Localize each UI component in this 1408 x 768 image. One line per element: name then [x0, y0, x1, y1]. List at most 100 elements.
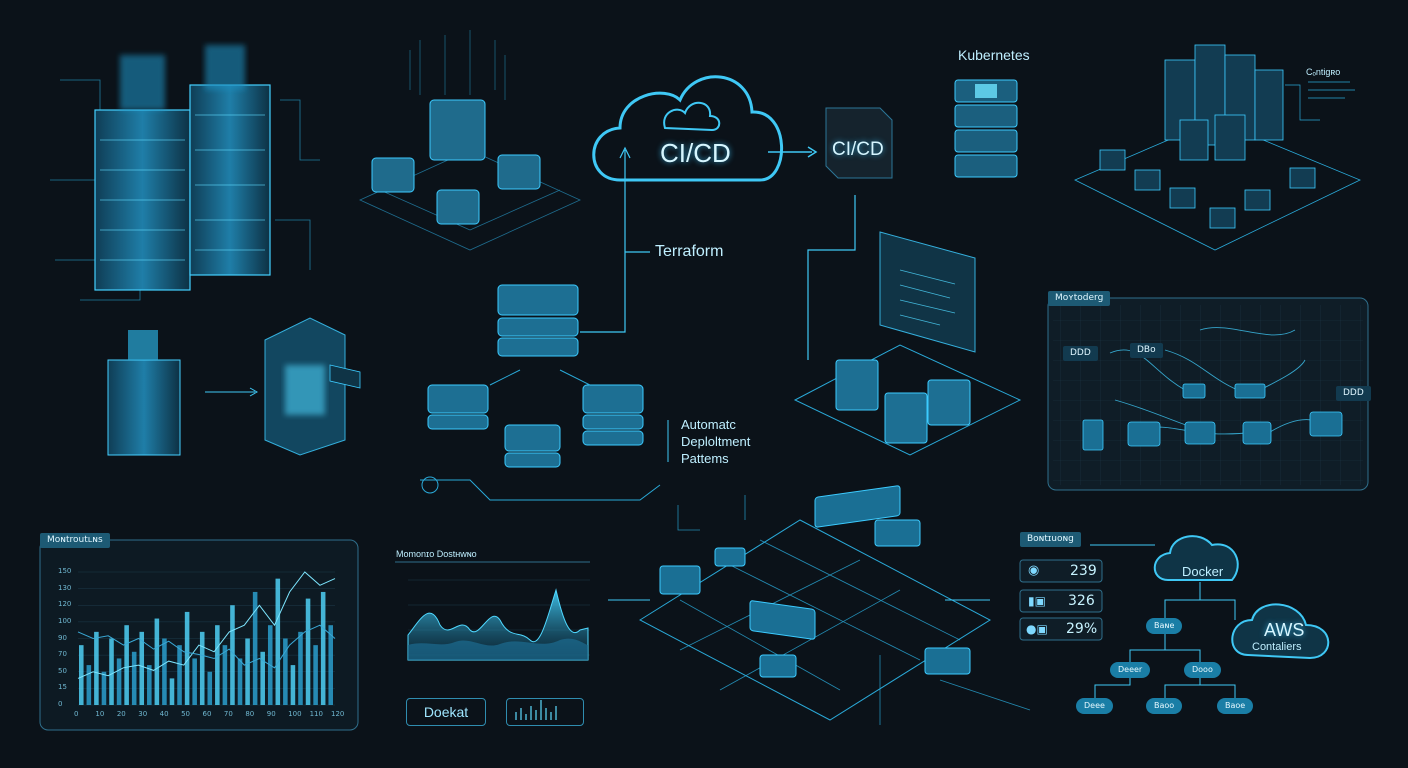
- chart-bar: [328, 625, 333, 705]
- tree-node-5[interactable]: Baoo: [1146, 698, 1183, 714]
- tree-node-1[interactable]: Baɴe: [1146, 618, 1183, 634]
- chart-bar: [124, 625, 129, 705]
- tree-node-6[interactable]: Baoe: [1217, 698, 1254, 714]
- x-tick-label: 120: [331, 710, 345, 718]
- x-tick-label: 50: [181, 710, 190, 718]
- monitoring-bar-chart: [39, 539, 359, 731]
- chart-bar: [305, 598, 311, 705]
- x-tick-label: 70: [223, 710, 233, 718]
- chart-bar: [139, 631, 145, 705]
- chart-bar: [169, 678, 175, 705]
- containers-label: Contaliers: [1252, 641, 1302, 653]
- chart-bar: [237, 658, 243, 705]
- chart-bar: [154, 618, 160, 705]
- config-tag: Cₒntigʀo: [1306, 67, 1341, 77]
- x-tick-label: 0: [74, 710, 79, 718]
- cicd-box-label: CI/CD: [832, 139, 884, 160]
- y-tick-label: 150: [58, 567, 72, 575]
- cube-cluster-illustration: [359, 30, 581, 251]
- docker-aws-tree: [1019, 535, 1330, 698]
- terraform-stacks-illustration: [420, 284, 669, 501]
- chart-bar: [192, 658, 197, 705]
- flow-node-3: DDD: [1336, 386, 1371, 401]
- x-tick-label: 60: [202, 710, 212, 718]
- docker-cloud-label: Docker: [1182, 564, 1224, 579]
- tree-node-4[interactable]: Deee: [1076, 698, 1113, 714]
- chart-bar: [313, 645, 318, 705]
- automatic-deployment-label-3: Pattems: [681, 451, 729, 466]
- x-tick-label: 10: [95, 710, 105, 718]
- stat-value-1: 239: [1070, 563, 1097, 579]
- chart-bar: [94, 631, 99, 705]
- stat-value-3: 29%: [1066, 621, 1098, 637]
- chart-bar: [320, 591, 326, 705]
- server-city-illustration: [1074, 44, 1361, 251]
- y-tick-label: 15: [58, 683, 67, 692]
- chart-bar: [275, 578, 281, 705]
- chart-bar: [79, 645, 84, 705]
- stats-panel-title: Boɴtɪuoɴg: [1020, 532, 1081, 547]
- monitoring-chart-title: Moɴtroutʟɴs: [40, 533, 110, 548]
- kubernetes-label: Kubernetes: [958, 47, 1030, 63]
- y-tick-label: 70: [58, 650, 67, 659]
- y-tick-label: 0: [58, 700, 63, 708]
- chart-bar: [207, 671, 213, 705]
- stat-value-2: 326: [1068, 593, 1095, 609]
- chart-bar: [109, 638, 114, 705]
- stat-icon-2: ▮▣: [1028, 594, 1046, 608]
- chart-line-series-2: [77, 624, 336, 669]
- chart-line-series-1: [77, 571, 336, 679]
- aws-label: AWS: [1264, 620, 1305, 640]
- flow-node-1: DDD: [1063, 346, 1098, 361]
- y-tick-label: 100: [58, 616, 72, 625]
- chart-bar: [131, 651, 137, 705]
- y-tick-label: 120: [58, 600, 72, 609]
- automatic-deployment-label-1: Automatc: [681, 417, 736, 432]
- server-towers-illustration: [50, 45, 320, 301]
- y-tick-label: 130: [58, 583, 72, 592]
- code-platform-illustration: [793, 231, 1022, 456]
- x-tick-label: 110: [309, 710, 323, 718]
- chart-bar: [222, 645, 228, 705]
- chart-bar: [199, 631, 205, 705]
- cicd-cloud-label: CI/CD: [660, 138, 731, 168]
- chart-bar: [162, 638, 167, 705]
- chart-bar: [116, 658, 122, 705]
- chart-bar: [147, 665, 152, 705]
- tree-node-3[interactable]: Dooo: [1184, 662, 1221, 678]
- x-tick-label: 90: [266, 710, 276, 718]
- tree-node-2[interactable]: Deeer: [1110, 662, 1151, 678]
- stat-icon-1: ◉: [1028, 563, 1040, 578]
- monitoring-panel-title: Moʏtoderg: [1048, 291, 1111, 306]
- y-tick-label: 90: [58, 633, 67, 642]
- chart-bar: [260, 651, 265, 705]
- monitoring-flow-panel: [1047, 297, 1369, 491]
- docker-button[interactable]: Doekat: [406, 698, 486, 726]
- x-tick-label: 40: [159, 710, 169, 718]
- cicd-cloud-illustration: [580, 75, 893, 360]
- x-tick-label: 20: [116, 710, 126, 718]
- chart-bar: [298, 631, 303, 705]
- chart-bar: [86, 665, 92, 705]
- x-tick-label: 30: [138, 710, 148, 718]
- chart-bar: [215, 625, 220, 705]
- activity-button[interactable]: [506, 698, 584, 726]
- chart-bar: [177, 645, 182, 705]
- monitoring-wave-chart: [395, 561, 590, 720]
- y-tick-label: 50: [58, 666, 67, 675]
- automatic-deployment-label-2: Deploltment: [681, 434, 751, 449]
- chart-bar: [283, 638, 288, 705]
- terraform-label: Terraform: [655, 243, 724, 260]
- chart-bar: [290, 665, 296, 705]
- kubernetes-stack-illustration: [954, 79, 1018, 178]
- chart-bar: [101, 671, 107, 705]
- x-tick-label: 80: [245, 710, 255, 718]
- x-tick-label: 100: [288, 710, 302, 718]
- migration-illustration: [107, 317, 361, 456]
- chart-bar: [245, 638, 250, 705]
- chart-bar: [184, 611, 190, 705]
- monitoring-dashboard-title: Momonɪo Dostʜwɴo: [396, 549, 477, 559]
- stat-icon-3: ●▣: [1026, 622, 1048, 636]
- flow-node-2: DBo: [1130, 343, 1163, 358]
